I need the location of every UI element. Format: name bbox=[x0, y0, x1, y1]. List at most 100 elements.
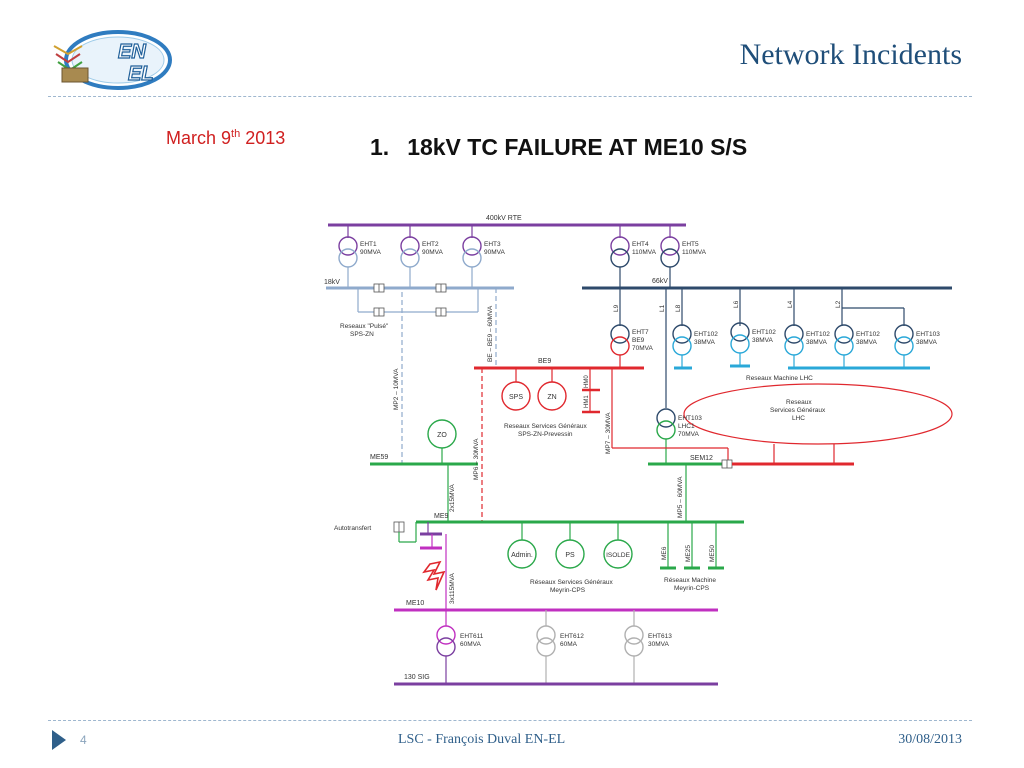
label-meyrin-sg-2: Meyrin-CPS bbox=[550, 587, 586, 594]
label-line-l8: L8 bbox=[675, 304, 682, 312]
label-400kv-rte: 400kV RTE bbox=[486, 215, 522, 222]
label-load-admin: Admin. bbox=[511, 552, 533, 559]
label-eht102-d-rating: 38MVA bbox=[856, 339, 877, 346]
play-arrow-icon bbox=[52, 730, 66, 750]
heading-number: 1. bbox=[370, 134, 390, 160]
transformer-eht1 bbox=[338, 236, 358, 288]
label-eht102-c-rating: 38MVA bbox=[806, 339, 827, 346]
label-eht7: EHT7 bbox=[632, 329, 649, 336]
label-66kv: 66kV bbox=[652, 278, 668, 285]
page-number: 4 bbox=[80, 733, 87, 747]
label-line-l1: L1 bbox=[659, 304, 666, 312]
load-zo bbox=[427, 419, 457, 449]
label-line-l9: L9 bbox=[613, 304, 620, 312]
label-eht102-b-rating: 38MVA bbox=[752, 337, 773, 344]
transformer-eht613 bbox=[624, 625, 644, 684]
label-eht102-b: EHT102 bbox=[752, 329, 776, 336]
label-18kv: 18kV bbox=[324, 279, 340, 286]
label-3x115mva: 3x115MVA bbox=[449, 573, 456, 604]
transformer-eht4 bbox=[610, 236, 630, 288]
label-load-zn: ZN bbox=[547, 394, 556, 401]
load-sps bbox=[501, 381, 531, 411]
transformer-eht103-lhc1 bbox=[656, 408, 676, 464]
fault-lightning-icon bbox=[422, 560, 446, 591]
label-meyrin-mach-2: Meyrin-CPS bbox=[674, 585, 710, 592]
label-eht611-rating: 60MVA bbox=[460, 641, 481, 648]
label-eht102-a-rating: 38MVA bbox=[694, 339, 715, 346]
label-line-l4: L4 bbox=[787, 300, 794, 308]
label-mp2: MP2 – 10MVA bbox=[393, 368, 400, 410]
label-eht1: EHT1 bbox=[360, 241, 377, 248]
label-eht103-lhc: EHT103 bbox=[678, 415, 702, 422]
footer-date: 30/08/2013 bbox=[898, 732, 962, 747]
label-mp5: MP5 – 60MVA bbox=[677, 476, 684, 518]
label-lhc-sg-3: LHC bbox=[792, 415, 805, 422]
label-2x15mva: 2x15MVA bbox=[449, 484, 456, 512]
label-sem12: SEM12 bbox=[690, 455, 713, 462]
label-eht103-rating: 38MVA bbox=[916, 339, 937, 346]
label-pulse-network-1: Reseaux "Pulsé" bbox=[340, 323, 389, 330]
label-eht102-c: EHT102 bbox=[806, 331, 830, 338]
label-eht3-rating: 90MVA bbox=[484, 249, 505, 256]
label-sg-sps-1: Reseaux Services Généraux bbox=[504, 423, 587, 430]
label-eht613-rating: 30MVA bbox=[648, 641, 669, 648]
incident-date-year: 2013 bbox=[240, 128, 286, 148]
label-meyrin-mach-1: Réseaux Machine bbox=[664, 577, 716, 584]
transformer-eht2 bbox=[400, 236, 420, 288]
slide-heading: 1. 18kV TC FAILURE AT ME10 S/S bbox=[370, 134, 747, 161]
label-eht611: EHT611 bbox=[460, 633, 484, 640]
transformer-eht5 bbox=[660, 236, 680, 288]
label-load-sps: SPS bbox=[509, 394, 523, 401]
label-hm0: HM0 bbox=[584, 375, 590, 388]
incident-date-suffix: th bbox=[231, 128, 241, 140]
transformer-eht102-a bbox=[672, 324, 692, 370]
load-ps bbox=[555, 539, 585, 569]
label-mp6: MP6 – 30MVA bbox=[473, 438, 480, 480]
label-me10: ME10 bbox=[406, 600, 424, 607]
label-eht7-bus: BE9 bbox=[632, 337, 645, 344]
label-line-l2: L2 bbox=[835, 300, 842, 308]
label-lhc-machine-network: Reseaux Machine LHC bbox=[746, 375, 813, 382]
label-me25: ME25 bbox=[685, 545, 692, 562]
label-eht102-d: EHT102 bbox=[856, 331, 880, 338]
label-eht4-rating: 110MVA bbox=[632, 249, 657, 256]
label-autotransfert: Autotransfert bbox=[334, 525, 371, 532]
label-eht102-a: EHT102 bbox=[694, 331, 718, 338]
label-load-ps: PS bbox=[565, 552, 575, 559]
footer-author: LSC - François Duval EN-EL bbox=[398, 732, 566, 747]
heading-text: 18kV TC FAILURE AT ME10 S/S bbox=[407, 134, 748, 160]
label-sg-sps-2: SPS-ZN-Prevessin bbox=[518, 431, 573, 438]
label-mp7: MP7 – 30MVA bbox=[605, 412, 612, 454]
label-me50: ME50 bbox=[709, 545, 716, 562]
label-eht613: EHT613 bbox=[648, 633, 672, 640]
label-hm1: HM1 bbox=[584, 395, 590, 408]
label-pulse-network-2: SPS-ZN bbox=[350, 331, 374, 338]
label-line-l6: L6 bbox=[733, 300, 740, 308]
load-isolde bbox=[603, 539, 633, 569]
label-eht5-rating: 110MVA bbox=[682, 249, 707, 256]
label-meyrin-sg-1: Réseaux Services Généraux bbox=[530, 579, 613, 586]
label-eht7-rating: 70MVA bbox=[632, 345, 653, 352]
transformer-eht612 bbox=[536, 625, 556, 684]
label-lhc-sg-1: Reseaux bbox=[786, 399, 812, 406]
transformer-eht3 bbox=[462, 236, 482, 288]
label-be9: BE9 bbox=[538, 358, 551, 365]
network-single-line-diagram: 400kV RTE EHT1 90MVA EHT2 90MVA EHT3 90M… bbox=[324, 215, 953, 686]
label-eht103: EHT103 bbox=[916, 331, 940, 338]
incident-date-main: March 9 bbox=[166, 128, 232, 148]
load-zn bbox=[537, 381, 567, 411]
label-me9: ME9 bbox=[434, 513, 449, 520]
lhc-general-services-ring bbox=[683, 383, 953, 445]
label-eht1-rating: 90MVA bbox=[360, 249, 381, 256]
page-title: Network Incidents bbox=[739, 38, 962, 71]
transformer-eht7 bbox=[610, 324, 630, 368]
label-lhc-sg-2: Services Généraux bbox=[770, 407, 826, 414]
label-eht3: EHT3 bbox=[484, 241, 501, 248]
transformer-eht102-d bbox=[834, 324, 854, 356]
transformer-eht611 bbox=[436, 625, 456, 684]
label-eht2: EHT2 bbox=[422, 241, 439, 248]
label-eht612: EHT612 bbox=[560, 633, 584, 640]
label-eht2-rating: 90MVA bbox=[422, 249, 443, 256]
label-eht103-lhc-rating: 70MVA bbox=[678, 431, 699, 438]
incident-date: March 9th 2013 bbox=[166, 128, 285, 149]
